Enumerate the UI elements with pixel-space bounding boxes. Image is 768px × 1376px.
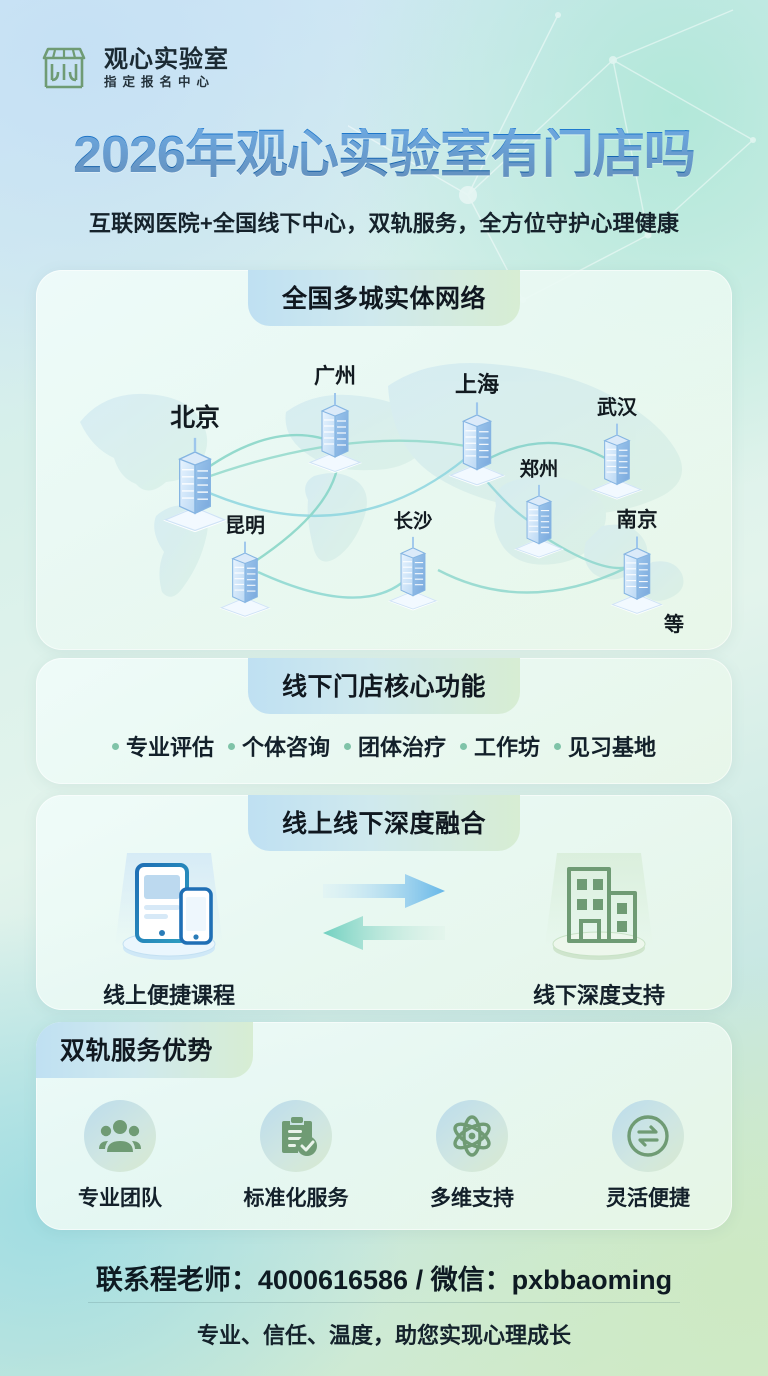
atom-icon (436, 1100, 508, 1172)
city-pin: 昆明 (216, 516, 275, 618)
brand-name: 观心实验室 (104, 45, 229, 73)
city-building-icon (610, 536, 664, 615)
fusion-section-card: 线上线下深度融合 (36, 795, 732, 1010)
etc-label: 等 (664, 614, 684, 636)
function-item-label: 团体治疗 (357, 735, 446, 760)
map-section-title: 全国多城实体网络 (247, 270, 521, 326)
advantages-section-title: 双轨服务优势 (36, 1022, 254, 1078)
advantages-section-card: 双轨服务优势 专业团队 标准化服务 多维支持 灵活便捷 (36, 1022, 732, 1230)
city-building-icon (308, 393, 362, 473)
bidirectional-arrows (320, 874, 448, 950)
arrow-right-icon (323, 874, 445, 908)
city-pin: 郑州 (510, 459, 567, 559)
advantage-item: 标准化服务 (231, 1100, 361, 1212)
functions-section-card: 线下门店核心功能 专业评估 个体咨询 团体治疗 工作坊 见习基地 (36, 658, 732, 784)
functions-list: 专业评估 个体咨询 团体治疗 工作坊 见习基地 (36, 730, 732, 762)
storefront-icon (42, 47, 86, 89)
city-pin: 北京 (158, 404, 231, 533)
city-building-icon (514, 484, 564, 559)
advantage-label: 专业团队 (78, 1187, 162, 1210)
bullet-dot-icon (554, 742, 562, 750)
city-label: 武汉 (597, 397, 637, 419)
clipboard-check-icon (260, 1100, 332, 1172)
city-label: 长沙 (393, 511, 433, 533)
bullet-dot-icon (460, 742, 467, 750)
city-label: 昆明 (225, 515, 265, 537)
bullet-dot-icon (227, 742, 235, 750)
fusion-diagram: 线上便捷课程 (36, 852, 732, 1008)
page-subtitle: 互联网医院+全国线下中心，双轨服务，全方位守护心理健康 (88, 211, 680, 236)
city-pin: 南京 (607, 510, 668, 615)
fusion-left: 线上便捷课程 (64, 849, 274, 1010)
advantage-item: 专业团队 (55, 1100, 185, 1212)
exchange-arrows-icon (612, 1100, 684, 1172)
city-building-icon (448, 402, 506, 487)
city-label: 广州 (314, 365, 356, 388)
footer-slogan: 专业、信任、温度，助您实现心理成长 (196, 1323, 571, 1348)
function-item: 工作坊 (460, 730, 540, 762)
function-item-label: 工作坊 (474, 735, 541, 760)
fusion-section-title: 线上线下深度融合 (247, 795, 521, 851)
arrow-left-icon (323, 916, 445, 950)
brand-header: 观心实验室 指定报名中心 (38, 42, 229, 94)
city-label: 北京 (170, 404, 220, 432)
function-item: 个体咨询 (227, 730, 330, 762)
city-building-icon (219, 541, 271, 618)
function-item-label: 专业评估 (125, 735, 214, 760)
advantage-label: 多维支持 (430, 1187, 514, 1210)
advantage-item: 多维支持 (407, 1100, 537, 1212)
bullet-dot-icon (111, 742, 119, 750)
function-item-label: 见习基地 (568, 735, 657, 760)
city-pin: 广州 (304, 366, 366, 473)
city-pin: 上海 (444, 372, 509, 487)
function-item: 见习基地 (554, 730, 656, 762)
city-building-icon (163, 437, 227, 533)
fusion-right-caption: 线下深度支持 (532, 982, 665, 1008)
advantage-label: 标准化服务 (243, 1187, 349, 1210)
advantage-label: 灵活便捷 (606, 1187, 690, 1210)
brand-subtitle: 指定报名中心 (104, 74, 216, 89)
functions-section-title: 线下门店核心功能 (247, 658, 521, 714)
function-item-label: 个体咨询 (241, 735, 330, 760)
function-item: 团体治疗 (343, 730, 446, 762)
tablet-phone-icon (115, 852, 223, 960)
city-label: 郑州 (519, 459, 559, 481)
map-canvas: 北京 广州 上海 (46, 326, 722, 642)
city-building-icon (388, 536, 438, 611)
city-pin: 武汉 (588, 398, 647, 500)
city-label: 南京 (616, 509, 658, 532)
fusion-left-caption: 线上便捷课程 (102, 982, 235, 1008)
office-building-icon (545, 852, 653, 960)
bullet-dot-icon (343, 742, 351, 750)
footer-divider (88, 1302, 680, 1303)
city-label: 上海 (454, 372, 500, 398)
fusion-right: 线下深度支持 (494, 849, 704, 1010)
advantages-list: 专业团队 标准化服务 多维支持 灵活便捷 (36, 1100, 732, 1212)
advantage-item: 灵活便捷 (583, 1100, 713, 1212)
city-building-icon (591, 423, 643, 500)
page-title: 2026年观心实验室有门店吗 (0, 128, 768, 183)
function-item: 专业评估 (111, 730, 214, 762)
people-group-icon (84, 1100, 156, 1172)
map-section-card: 全国多城实体网络 (36, 270, 732, 650)
contact-info: 联系程老师：4000616586 / 微信：pxbbaoming (95, 1265, 673, 1295)
city-pin: 长沙 (384, 511, 441, 611)
